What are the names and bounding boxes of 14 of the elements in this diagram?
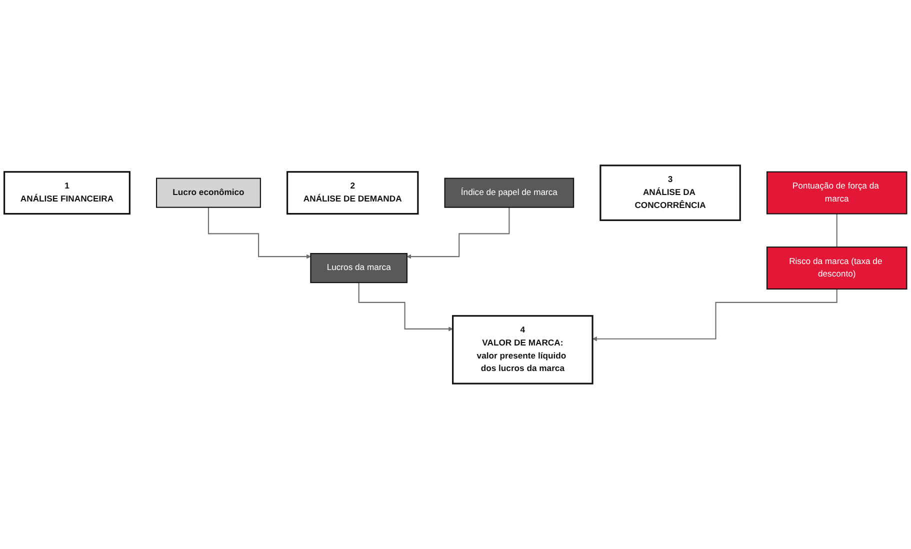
node-box: 3 ANÁLISE DA CONCORRÊNCIA [600, 164, 741, 222]
arrow [208, 206, 311, 259]
arrow [358, 282, 454, 332]
node-box: Risco da marca (taxa de desconto) [766, 246, 908, 290]
node-box: 4 VALOR DE MARCA: valor presente líquido dos lucros da marca [452, 315, 594, 384]
node-box: Lucro econômico [156, 178, 261, 208]
arrow [406, 206, 510, 259]
node-box: 2 ANÁLISE DE DEMANDA [286, 171, 419, 215]
node-box: 1 ANÁLISE FINANCEIRA [4, 171, 130, 215]
connector [836, 213, 838, 248]
node-box: Índice de papel de marca [444, 178, 574, 208]
node-box: Lucros da marca [310, 253, 408, 284]
arrow [592, 288, 838, 342]
node-box: Pontuação de força da marca [766, 171, 908, 214]
